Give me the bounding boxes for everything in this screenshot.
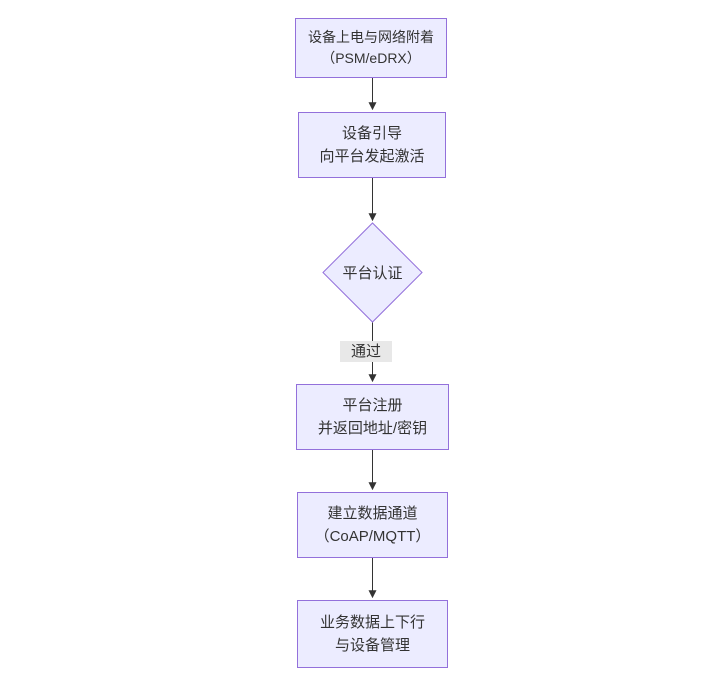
- node-text-line: 向平台发起激活: [319, 148, 425, 165]
- node-platform-register: 平台注册 并返回地址/密钥: [296, 384, 449, 450]
- edge-label-text: 通过: [350, 343, 381, 360]
- node-text-line: 平台认证: [342, 265, 403, 282]
- decision-platform-auth-label: 平台认证: [322, 262, 423, 283]
- node-text-line: （PSM/eDRX）: [321, 50, 421, 66]
- node-data-channel: 建立数据通道 （CoAP/MQTT）: [297, 492, 448, 558]
- node-text-line: （CoAP/MQTT）: [314, 528, 431, 545]
- node-business-data: 业务数据上下行 与设备管理: [297, 600, 448, 668]
- node-text-line: 建立数据通道: [327, 504, 418, 522]
- node-text-line: 设备上电与网络附着: [308, 29, 434, 45]
- node-text-line: 业务数据上下行: [319, 613, 425, 631]
- node-text-line: 设备引导: [341, 124, 402, 142]
- node-device-bootstrap: 设备引导 向平台发起激活: [298, 112, 446, 178]
- edge-label-pass: 通过: [340, 341, 392, 362]
- node-text-line: 与设备管理: [334, 637, 410, 654]
- node-text-line: 并返回地址/密钥: [317, 420, 428, 437]
- node-text-line: 平台注册: [342, 396, 403, 414]
- node-device-power-attach: 设备上电与网络附着 （PSM/eDRX）: [295, 18, 447, 78]
